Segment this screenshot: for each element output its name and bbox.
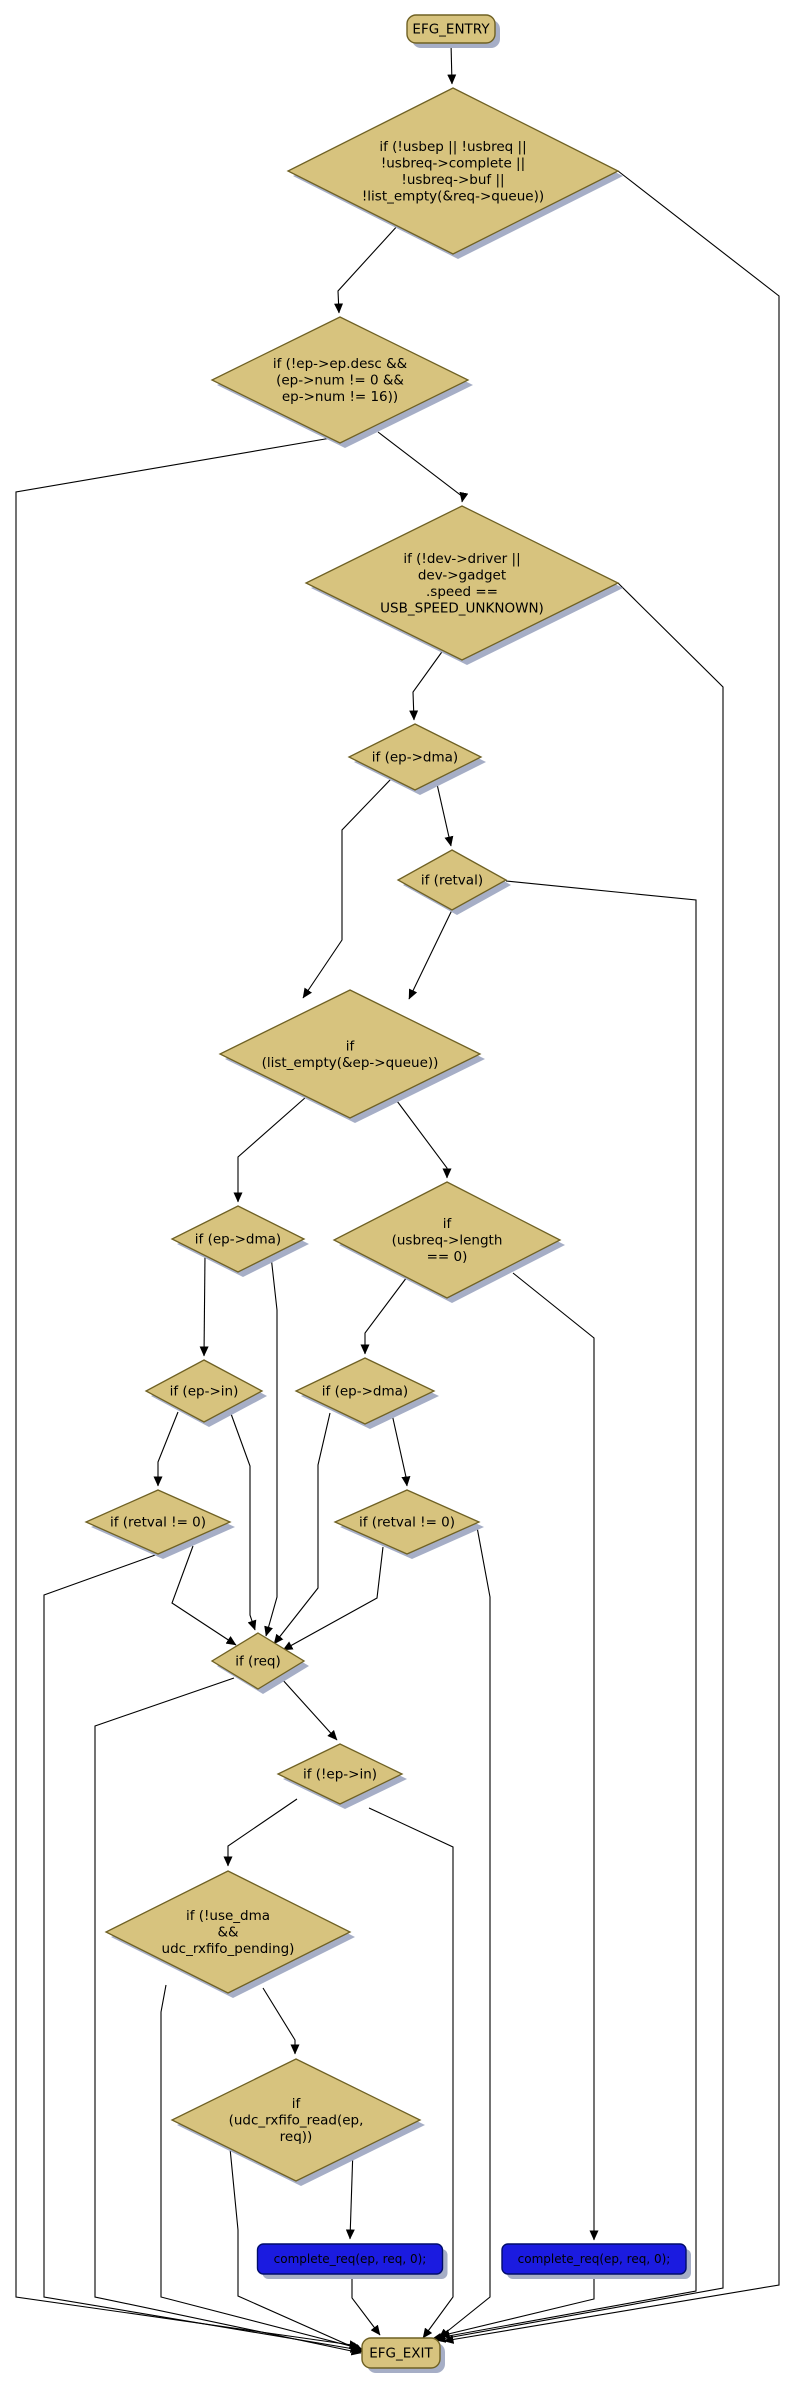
- edge-check-udc-rxfifo-read-efg-exit: [229, 2147, 365, 2353]
- check-retval-nonzero-1-shape: [84, 1489, 232, 1555]
- node-check-udc-rxfifo-read: if(udc_rxfifo_read(ep,req)): [170, 2058, 425, 2186]
- node-check-use-dma-rxfifo-pending: if (!use_dma&&udc_rxfifo_pending): [104, 1870, 355, 1998]
- edge-check-usbreq-valid-efg-exit: [443, 170, 780, 2344]
- check-driver-speed-label: if (!dev->driver ||dev->gadget.speed ==U…: [380, 551, 544, 617]
- efg-exit-shape: [361, 2337, 441, 2369]
- check-use-dma-rxfifo-pending-label: if (!use_dma&&udc_rxfifo_pending): [162, 1908, 295, 1957]
- check-ep-dma-2-label: if (ep->dma): [195, 1232, 281, 1248]
- node-check-ep-in: if (ep->in): [144, 1359, 267, 1427]
- edge-check-use-dma-rxfifo-pending-check-udc-rxfifo-read: [262, 1987, 300, 2055]
- edge-check-ep-dma-2-check-req: [264, 1255, 278, 1637]
- edge-check-retval-check-list-empty-queue: [408, 909, 453, 1000]
- call-complete-req-2-shape: [501, 2243, 687, 2275]
- check-ep-dma-2-shape: [170, 1205, 306, 1273]
- check-not-ep-in-label: if (!ep->in): [303, 1767, 377, 1783]
- efg-entry-shape: [406, 14, 496, 44]
- edge-check-ep-in-check-req: [229, 1410, 257, 1631]
- edge-check-udc-rxfifo-read-call-complete-req-1: [345, 2147, 355, 2240]
- node-efg-exit: EFG_EXIT: [361, 2337, 445, 2373]
- check-driver-speed-shape: [304, 505, 620, 661]
- node-check-ep-desc-num: if (!ep->ep.desc &&(ep->num != 0 &&ep->n…: [210, 316, 473, 448]
- node-check-req: if (req): [210, 1632, 309, 1694]
- edge-check-retval-efg-exit: [431, 880, 697, 2342]
- node-check-not-ep-in: if (!ep->in): [276, 1743, 407, 1809]
- node-call-complete-req-1: complete_req(ep, req, 0);: [256, 2243, 448, 2279]
- node-efg-entry: EFG_ENTRY: [406, 14, 500, 48]
- check-retval-nonzero-2-label: if (retval != 0): [359, 1515, 455, 1531]
- edge-check-ep-dma-3-check-req: [273, 1412, 331, 1645]
- check-retval-label: if (retval): [421, 873, 483, 889]
- node-check-retval: if (retval): [396, 849, 511, 915]
- check-list-empty-queue-label: if(list_empty(&ep->queue)): [262, 1038, 439, 1071]
- call-complete-req-1-shape: [256, 2243, 444, 2275]
- edge-check-ep-desc-num-check-driver-speed: [377, 431, 469, 503]
- edge-check-list-empty-queue-check-usbreq-length-zero: [393, 1096, 452, 1179]
- check-usbreq-valid-label: if (!usbep || !usbreq ||!usbreq->complet…: [362, 139, 544, 205]
- edge-check-not-ep-in-efg-exit: [368, 1807, 454, 2339]
- check-ep-in-label: if (ep->in): [170, 1384, 239, 1400]
- edge-call-complete-req-1-efg-exit: [351, 2274, 381, 2336]
- node-check-usbreq-length-zero: if(usbreq->length== 0): [332, 1181, 565, 1303]
- edge-check-use-dma-rxfifo-pending-efg-exit: [160, 1984, 363, 2351]
- check-usbreq-length-zero-label: if(usbreq->length== 0): [392, 1216, 503, 1265]
- edge-check-req-efg-exit: [94, 1677, 362, 2356]
- check-list-empty-queue-shape: [218, 989, 482, 1119]
- check-use-dma-rxfifo-pending-shape: [104, 1870, 352, 1994]
- node-call-complete-req-2: complete_req(ep, req, 0);: [501, 2243, 691, 2279]
- edge-check-retval-nonzero-1-check-req: [171, 1545, 237, 1646]
- node-check-usbreq-valid: if (!usbep || !usbreq ||!usbreq->complet…: [286, 87, 623, 259]
- edge-call-complete-req-2-efg-exit: [439, 2274, 595, 2339]
- edge-check-not-ep-in-check-use-dma-rxfifo-pending: [223, 1798, 298, 1867]
- edge-check-ep-dma-1-check-list-empty-queue: [302, 778, 392, 999]
- edge-check-ep-dma-3-check-retval-nonzero-2: [391, 1413, 411, 1487]
- edge-efg-entry-check-usbreq-valid: [447, 42, 457, 85]
- check-ep-dma-1-label: if (ep->dma): [372, 750, 458, 766]
- edge-check-ep-in-check-retval-nonzero-1: [153, 1411, 179, 1487]
- node-check-list-empty-queue: if(list_empty(&ep->queue)): [218, 989, 485, 1123]
- call-complete-req-1-label: complete_req(ep, req, 0);: [274, 2252, 427, 2266]
- node-check-ep-dma-2: if (ep->dma): [170, 1205, 309, 1277]
- edge-check-ep-dma-2-check-ep-in: [199, 1254, 209, 1357]
- check-retval-nonzero-1-label: if (retval != 0): [110, 1515, 206, 1531]
- check-retval-nonzero-2-shape: [333, 1489, 481, 1555]
- check-req-shape: [210, 1632, 306, 1690]
- check-ep-desc-num-label: if (!ep->ep.desc &&(ep->num != 0 &&ep->n…: [273, 356, 408, 405]
- check-usbreq-valid-shape: [286, 87, 620, 255]
- node-check-retval-nonzero-1: if (retval != 0): [84, 1489, 235, 1559]
- check-ep-in-shape: [144, 1359, 264, 1423]
- edge-check-driver-speed-check-ep-dma-1: [409, 648, 445, 721]
- check-req-label: if (req): [235, 1654, 280, 1670]
- edge-check-usbreq-length-zero-call-complete-req-2: [512, 1272, 599, 2241]
- efg-exit-label: EFG_EXIT: [369, 2346, 433, 2362]
- node-check-driver-speed: if (!dev->driver ||dev->gadget.speed ==U…: [304, 505, 623, 665]
- edge-check-list-empty-queue-check-ep-dma-2: [233, 1096, 307, 1203]
- call-complete-req-2-label: complete_req(ep, req, 0);: [518, 2252, 671, 2266]
- check-udc-rxfifo-read-label: if(udc_rxfifo_read(ep,req)): [229, 2096, 364, 2145]
- edge-check-retval-nonzero-2-check-req: [282, 1546, 384, 1651]
- check-retval-shape: [396, 849, 508, 911]
- edge-check-ep-dma-1-check-retval: [436, 783, 454, 847]
- edge-check-driver-speed-efg-exit: [435, 582, 724, 2343]
- node-check-retval-nonzero-2: if (retval != 0): [333, 1489, 484, 1559]
- edge-check-req-check-not-ep-in: [280, 1677, 338, 1741]
- check-ep-desc-num-shape: [210, 316, 470, 444]
- check-ep-dma-3-shape: [294, 1357, 436, 1425]
- edge-check-usbreq-valid-check-ep-desc-num: [334, 223, 400, 314]
- check-usbreq-length-zero-shape: [332, 1181, 562, 1299]
- check-ep-dma-1-shape: [347, 723, 483, 791]
- edge-check-retval-nonzero-1-efg-exit: [43, 1553, 361, 2353]
- check-udc-rxfifo-read-shape: [170, 2058, 422, 2182]
- node-check-ep-dma-3: if (ep->dma): [294, 1357, 439, 1429]
- check-ep-dma-3-label: if (ep->dma): [322, 1384, 408, 1400]
- check-not-ep-in-shape: [276, 1743, 404, 1805]
- edge-check-retval-nonzero-2-efg-exit: [438, 1526, 491, 2339]
- node-check-ep-dma-1: if (ep->dma): [347, 723, 486, 795]
- edge-check-usbreq-length-zero-check-ep-dma-3: [360, 1276, 408, 1355]
- efg-entry-label: EFG_ENTRY: [412, 22, 490, 38]
